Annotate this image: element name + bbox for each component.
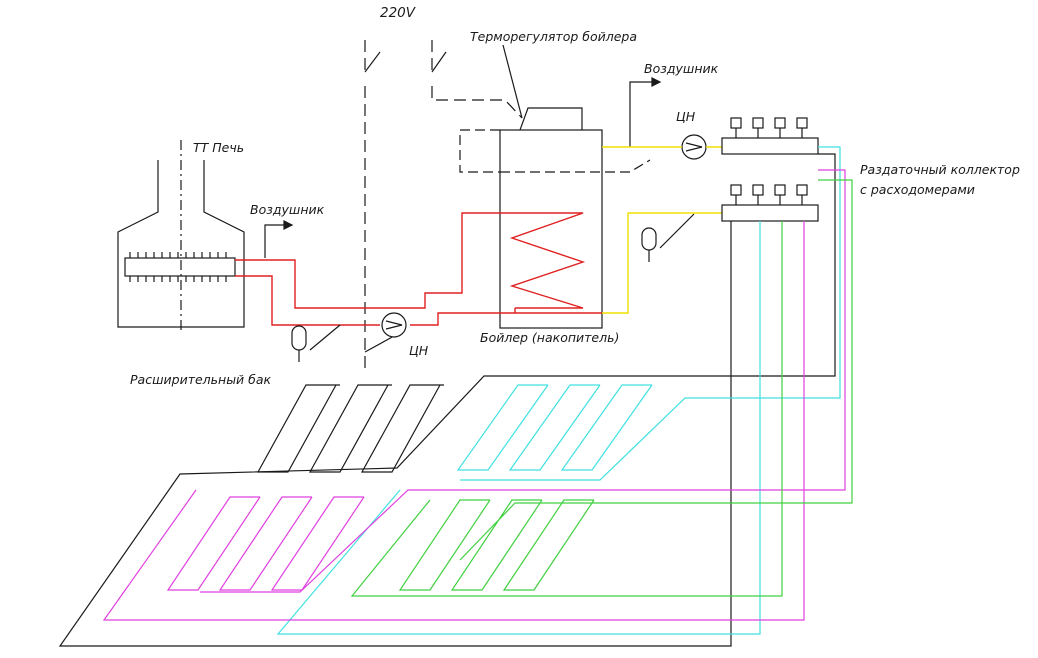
switch-right [431,51,447,73]
valve-2 [752,184,764,196]
pump-bottom-label: ЦН [409,343,429,358]
air-vents [264,77,662,258]
exchanger-fins [129,252,227,282]
hot-return-pipe [235,275,602,326]
air-vent-top [629,81,660,147]
pump-top [681,134,707,160]
valve-4 [796,184,808,196]
switch-left [364,51,381,73]
collector-label-line1: Раздаточный коллектор [860,162,1020,177]
air-vent-top-label: Воздушник [644,61,719,76]
collector-bottom-stems [735,191,803,205]
thermostat-pointer [502,44,523,119]
stove-boiler-circuit [235,212,602,326]
floor-loops [58,146,853,647]
expansion-tank-label: Расширительный бак [130,372,272,387]
flowmeter-4 [796,117,808,129]
air-vent-left [264,224,292,258]
collector-top-stems [735,124,803,138]
boiler-label: Бойлер (накопитель) [480,330,619,345]
heat-exchanger [124,257,236,277]
power-lines [364,40,523,370]
boiler [459,44,651,329]
thermostat-wire [431,86,523,119]
valve-1 [730,184,742,196]
expansion-tank-left-link [309,324,341,351]
collector-label-line2: с расходомерами [860,182,975,197]
hot-supply-pipe [235,212,586,309]
flowmeter-3 [774,117,786,129]
expansion-tanks [291,213,695,362]
boiler-thermostat [519,107,583,131]
distribution-collector [721,117,819,222]
pump-top-arrow [685,142,703,152]
magenta-loop [102,169,846,621]
boiler-thermostat-label: Терморегулятор бойлера [470,29,637,44]
air-vent-left-arrow [283,220,294,230]
pump-bottom [381,312,407,338]
pump-control-wire [500,159,651,173]
air-vent-left-label: Воздушник [250,202,325,217]
yellow-return-pipe [602,212,722,314]
valve-3 [774,184,786,196]
voltage-label: 220V [380,5,417,21]
collector-top [721,137,819,155]
collector-bottom [721,204,819,222]
cyan-loop [276,146,841,635]
stove [117,140,245,330]
pump-bottom-arrow [385,320,403,330]
boiler-control-wire [459,129,500,173]
stove-label: ТТ Печь [193,140,244,155]
expansion-tank-right [641,227,657,251]
air-vent-top-arrow [651,77,662,87]
boiler-collector-circuit [602,146,722,314]
flowmeter-2 [752,117,764,129]
expansion-tank-left [291,325,307,351]
pump-top-label: ЦН [676,109,696,124]
black-serpentine [256,384,444,473]
expansion-tank-right-link [659,213,695,249]
flowmeter-1 [730,117,742,129]
pumps [381,134,707,338]
boiler-tank [499,129,603,329]
floor-outline-loop [58,153,836,647]
green-loop [350,179,853,597]
